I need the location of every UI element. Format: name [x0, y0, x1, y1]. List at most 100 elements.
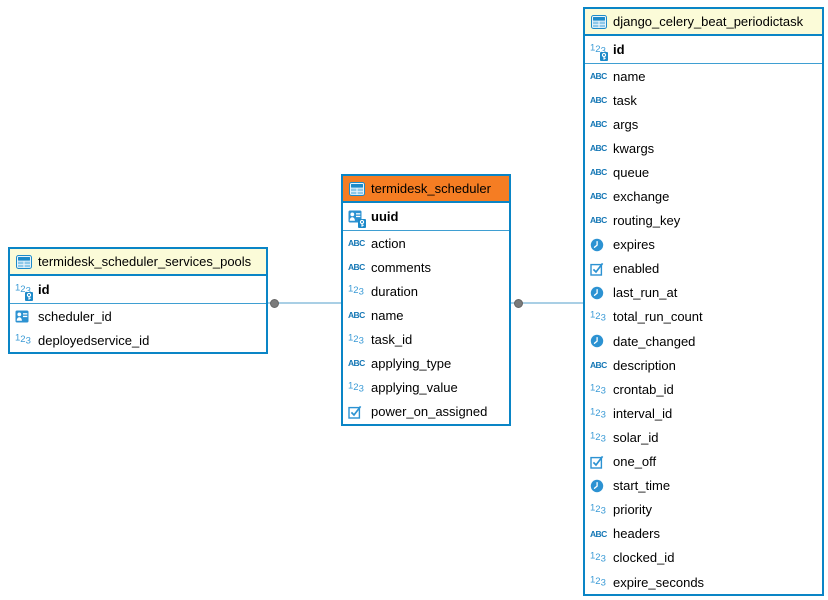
table-icon	[349, 181, 365, 196]
column-name: id	[613, 42, 625, 57]
column-name: enabled	[613, 261, 660, 277]
datetime-type-icon	[590, 333, 607, 349]
column-name: queue	[613, 164, 650, 180]
column-row[interactable]: start_time	[585, 474, 822, 498]
column-row[interactable]: ABC description	[585, 353, 822, 377]
column-name: duration	[371, 283, 418, 299]
column-row[interactable]: one_off	[585, 450, 822, 474]
column-name: applying_type	[371, 356, 452, 372]
text-type-icon: ABC	[348, 237, 365, 248]
table-header[interactable]: termidesk_scheduler_services_pools	[10, 249, 266, 276]
column-row[interactable]: ABC exchange	[585, 184, 822, 208]
column-name: applying_value	[371, 380, 458, 396]
column-name: last_run_at	[613, 285, 678, 301]
column-name: uuid	[371, 209, 399, 224]
column-row[interactable]: last_run_at	[585, 281, 822, 305]
column-row[interactable]: ABC action	[343, 231, 509, 255]
column-name: scheduler_id	[38, 308, 112, 324]
column-name: action	[371, 235, 406, 251]
column-name: one_off	[613, 454, 657, 470]
text-type-icon: ABC	[348, 310, 365, 321]
text-type-icon: ABC	[590, 118, 607, 129]
text-type-icon: ABC	[590, 191, 607, 202]
table-header[interactable]: termidesk_scheduler	[343, 176, 509, 203]
text-type-icon: ABC	[590, 359, 607, 370]
primary-key-badge-icon	[600, 51, 608, 61]
text-type-icon: ABC	[590, 215, 607, 226]
column-row[interactable]: scheduler_id	[10, 304, 266, 328]
text-type-icon: ABC	[590, 70, 607, 81]
primary-key-badge-icon	[358, 218, 366, 228]
column-name: expire_seconds	[613, 574, 705, 590]
table-title: django_celery_beat_periodictask	[613, 14, 804, 29]
column-name: args	[613, 116, 639, 132]
relation-line[interactable]	[268, 302, 341, 304]
column-row[interactable]: ABC applying_type	[343, 351, 509, 375]
column-name: routing_key	[613, 213, 681, 229]
column-row[interactable]: expires	[585, 233, 822, 257]
column-name: headers	[613, 526, 660, 542]
column-row[interactable]: ABC routing_key	[585, 209, 822, 233]
column-name: task_id	[371, 331, 413, 347]
uuid-type-icon	[348, 209, 366, 228]
boolean-type-icon	[590, 261, 607, 277]
column-row[interactable]: ABC args	[585, 112, 822, 136]
column-row[interactable]: enabled	[585, 257, 822, 281]
column-name: start_time	[613, 478, 671, 494]
table-header[interactable]: django_celery_beat_periodictask	[585, 9, 822, 36]
text-type-icon: ABC	[348, 358, 365, 369]
datetime-type-icon	[590, 478, 607, 494]
column-name: description	[613, 357, 676, 373]
column-name: date_changed	[613, 333, 696, 349]
column-row[interactable]: uuid	[343, 203, 509, 230]
uuid-type-icon	[15, 308, 32, 324]
relation-endpoint-dot	[513, 298, 523, 308]
column-row[interactable]: date_changed	[585, 329, 822, 353]
column-row[interactable]: power_on_assigned	[343, 400, 509, 424]
column-name: exchange	[613, 189, 670, 205]
column-name: total_run_count	[613, 309, 703, 325]
column-name: crontab_id	[613, 381, 674, 397]
relation-line[interactable]	[511, 302, 583, 304]
column-name: kwargs	[613, 140, 655, 156]
column-name: interval_id	[613, 405, 673, 421]
datetime-type-icon	[590, 237, 607, 253]
column-name: deployedservice_id	[38, 332, 150, 348]
table-title: termidesk_scheduler	[371, 181, 491, 196]
